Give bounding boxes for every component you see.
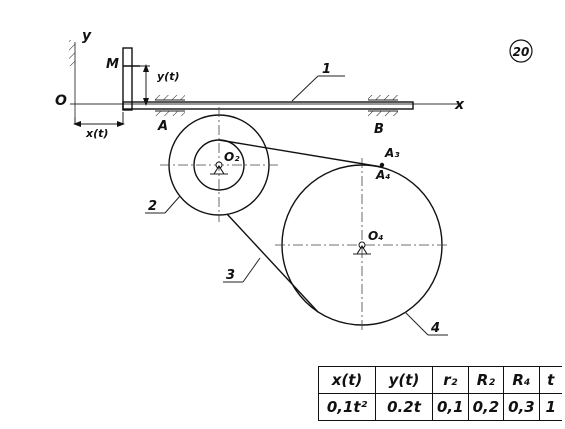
header-R4: R₄: [503, 366, 540, 394]
center-O2-label: O₂: [224, 150, 240, 164]
part-3-leader: [242, 257, 261, 283]
guide-top-right-hatch: [368, 95, 398, 100]
y-axis-hatch: [69, 40, 75, 66]
point-M-label: M: [106, 57, 119, 72]
header-R2: R₂: [467, 366, 505, 394]
part-1-label: 1: [322, 62, 331, 77]
bar-1: [122, 101, 414, 110]
value-R2: 0,2: [467, 393, 505, 421]
origin-label: O: [55, 93, 67, 109]
pivot-O2: [215, 161, 223, 169]
part-4-label: 4: [430, 321, 440, 336]
value-R4: 0,3: [503, 393, 540, 421]
part-4-leader: [404, 311, 429, 336]
guide-bottom-right-hatch: [368, 111, 398, 116]
belt-3-lower: [226, 213, 319, 313]
center-O4-label: O₄: [368, 229, 383, 243]
point-A3-dot: [379, 162, 385, 168]
header-t: t: [538, 366, 562, 394]
guide-top-left-hatch: [155, 95, 185, 100]
pivot-O4: [358, 241, 366, 249]
guide-bottom-left-hatch: [155, 111, 185, 116]
parameters-table: x(t) y(t) r₂ R₂ R₄ t 0,1t² 0.2t 0,1 0,2 …: [318, 366, 562, 421]
point-A4-label: A₄: [375, 168, 391, 182]
slider-M: [122, 47, 133, 111]
table-value-row: 0,1t² 0.2t 0,1 0,2 0,3 1: [318, 393, 562, 421]
xt-label: x(t): [85, 127, 108, 140]
variant-circle: [509, 39, 533, 63]
y-axis-label: y: [82, 28, 92, 44]
x-axis-label: x: [454, 97, 465, 113]
xt-arrow-right: [117, 121, 125, 127]
point-A-label: A: [157, 119, 168, 134]
part-2-label: 2: [148, 199, 157, 214]
point-A3-label: A₃: [384, 146, 400, 160]
belt-3-upper: [218, 139, 383, 168]
table-header-row: x(t) y(t) r₂ R₂ R₄ t: [318, 366, 562, 394]
variant-number: 20: [513, 45, 530, 59]
part-2-leader: [164, 195, 181, 214]
xt-arrow-left: [73, 121, 81, 127]
value-r2: 0,1: [432, 393, 469, 421]
value-xt: 0,1t²: [318, 393, 376, 421]
part-3-label: 3: [226, 268, 235, 283]
header-xt: x(t): [318, 366, 376, 394]
header-yt: y(t): [375, 366, 433, 394]
yt-arrow-up: [143, 64, 149, 72]
header-r2: r₂: [432, 366, 469, 394]
part-1-leader: [291, 75, 319, 102]
yt-label: y(t): [157, 70, 179, 83]
value-yt: 0.2t: [375, 393, 433, 421]
value-t: 1: [538, 393, 562, 421]
point-B-label: B: [374, 122, 384, 137]
